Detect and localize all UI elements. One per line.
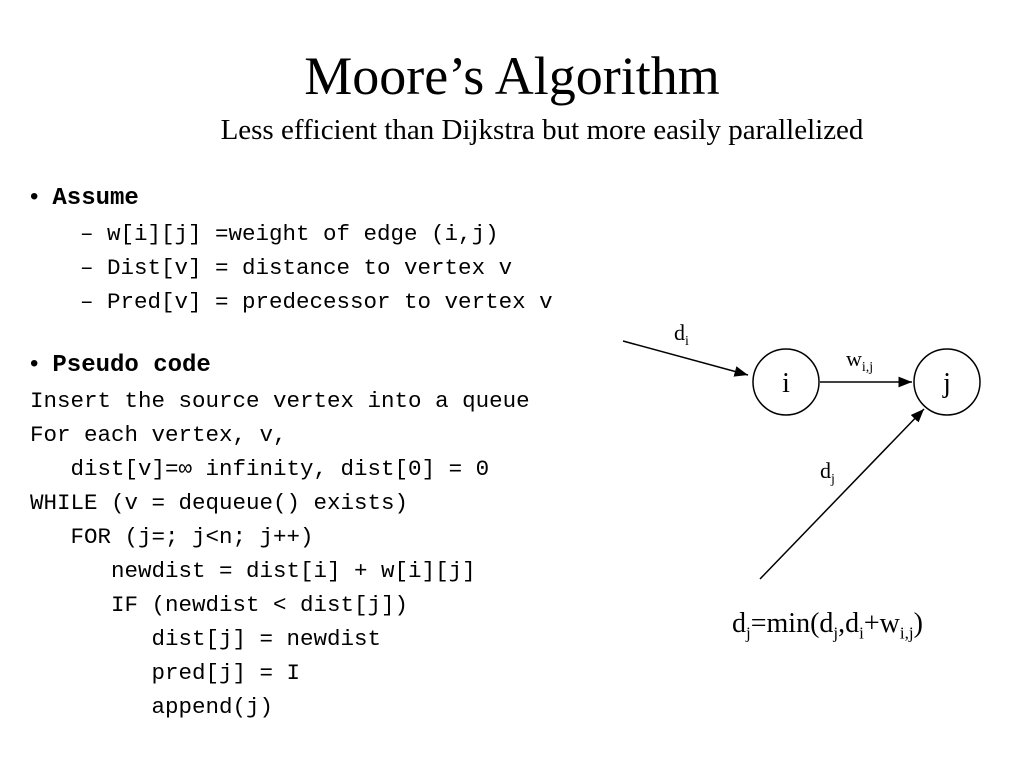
label-dj: dj	[820, 458, 835, 487]
bullet-icon: •	[30, 183, 39, 210]
code-line: append(j)	[30, 694, 274, 720]
pseudo-heading: • Pseudo code	[30, 350, 211, 379]
node-i-label: i	[782, 368, 790, 399]
assume-item: – Pred[v] = predecessor to vertex v	[80, 289, 553, 315]
edge-di	[622, 340, 749, 377]
update-formula: dj=min(dj,di+wi,j)	[732, 608, 923, 643]
bullet-icon: •	[30, 350, 39, 377]
code-line: newdist = dist[i] + w[i][j]	[30, 558, 476, 584]
node-j	[913, 348, 981, 416]
node-j-label: j	[942, 368, 951, 399]
slide-title: Moore’s Algorithm	[304, 46, 720, 106]
edge-dj	[759, 408, 925, 580]
label-wij: wi,j	[846, 346, 873, 375]
node-i	[752, 348, 820, 416]
assume-item: – w[i][j] =weight of edge (i,j)	[80, 221, 499, 247]
label-di: di	[674, 320, 689, 349]
code-line: dist[j] = newdist	[30, 626, 382, 652]
code-line: For each vertex, v,	[30, 422, 287, 448]
code-line: Insert the source vertex into a queue	[30, 388, 530, 414]
slide-subtitle: Less efficient than Dijkstra but more ea…	[220, 114, 864, 146]
assume-heading: • Assume	[30, 183, 139, 212]
code-line: dist[v]=∞ infinity, dist[0] = 0	[30, 456, 490, 482]
assume-item: – Dist[v] = distance to vertex v	[80, 255, 513, 281]
assume-heading-label: Assume	[52, 185, 139, 212]
pseudo-heading-label: Pseudo code	[52, 352, 211, 379]
code-line: FOR (j=; j<n; j++)	[30, 524, 314, 550]
code-line: WHILE (v = dequeue() exists)	[30, 490, 409, 516]
code-line: IF (newdist < dist[j])	[30, 592, 409, 618]
code-line: pred[j] = I	[30, 660, 301, 686]
